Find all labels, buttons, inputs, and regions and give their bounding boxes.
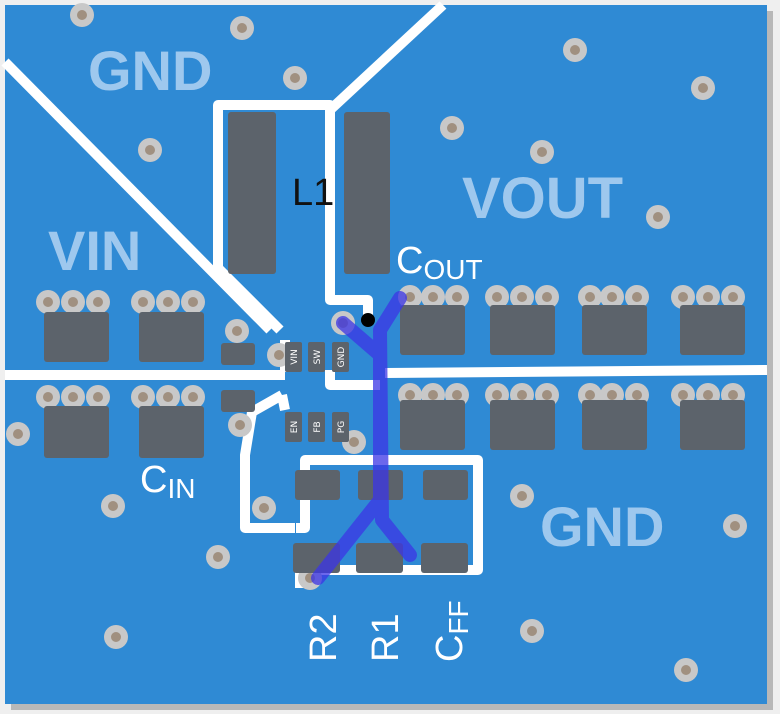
component-pad: [221, 343, 255, 365]
ic-pin-label-fb: FB: [313, 421, 323, 432]
via: [445, 285, 469, 309]
refdes-l1: L1: [292, 172, 334, 214]
via: [156, 290, 180, 314]
ic-pin-label-sw: SW: [313, 350, 323, 365]
component-pad: [221, 390, 255, 412]
via: [86, 290, 110, 314]
component-pad: [400, 305, 465, 355]
via: [578, 285, 602, 309]
via: [691, 76, 715, 100]
component-pad: [44, 406, 109, 458]
component-pad: [295, 470, 340, 500]
via: [600, 285, 624, 309]
via: [674, 658, 698, 682]
via: [696, 285, 720, 309]
via: [61, 290, 85, 314]
via: [646, 205, 670, 229]
ic-pin-vin: VIN: [285, 342, 302, 372]
via: [206, 545, 230, 569]
refdes-r2: R2: [303, 613, 345, 662]
component-pad: [400, 400, 465, 450]
ic-pin-label-vin: VIN: [290, 349, 300, 365]
component-pad: [356, 543, 403, 573]
ic-pin-gnd: GND: [332, 342, 349, 372]
refdes-cin-main: C: [140, 459, 167, 501]
net-label-gnd-bottom: GND: [540, 495, 664, 558]
via: [6, 422, 30, 446]
refdes-cff-main: C: [429, 635, 471, 662]
component-pad: [344, 112, 390, 274]
via: [104, 625, 128, 649]
pin1-marker: [361, 313, 375, 327]
component-pad: [139, 312, 204, 362]
refdes-cin-sub: IN: [167, 473, 195, 504]
via: [671, 285, 695, 309]
via: [520, 619, 544, 643]
component-pad: [139, 406, 204, 458]
net-label-vout: VOUT: [462, 166, 623, 231]
ic-pin-label-pg: PG: [337, 421, 347, 433]
ic-pin-fb: FB: [308, 412, 325, 442]
via: [225, 319, 249, 343]
refdes-cout-main: C: [396, 240, 423, 282]
via: [283, 66, 307, 90]
component-pad: [582, 305, 647, 355]
via: [510, 285, 534, 309]
refdes-cff: CFF: [429, 600, 474, 662]
refdes-cout-sub: OUT: [423, 254, 482, 285]
component-pad: [228, 112, 276, 274]
via: [510, 484, 534, 508]
refdes-r1: R1: [365, 613, 407, 662]
via: [485, 285, 509, 309]
component-pad: [680, 400, 745, 450]
component-pad: [490, 400, 555, 450]
feedback-traces: [311, 291, 417, 585]
component-pad: [680, 305, 745, 355]
via: [723, 514, 747, 538]
component-pad: [490, 305, 555, 355]
via: [535, 285, 559, 309]
refdes-cff-sub: FF: [443, 600, 474, 634]
via: [181, 385, 205, 409]
via: [440, 116, 464, 140]
via: [228, 413, 252, 437]
via: [138, 138, 162, 162]
via: [156, 385, 180, 409]
via: [36, 385, 60, 409]
via: [36, 290, 60, 314]
component-pads: [44, 112, 745, 573]
via: [181, 290, 205, 314]
via: [421, 285, 445, 309]
via: [230, 16, 254, 40]
via: [86, 385, 110, 409]
via: [530, 140, 554, 164]
via: [131, 385, 155, 409]
ic-pin-sw: SW: [308, 342, 325, 372]
ic-pin-label-en: EN: [290, 421, 300, 433]
ic-pin-pads: VIN SW GND EN FB PG: [285, 342, 349, 442]
via: [625, 285, 649, 309]
component-pad: [582, 400, 647, 450]
component-pad: [423, 470, 468, 500]
via: [101, 494, 125, 518]
component-pad: [44, 312, 109, 362]
ic-pin-en: EN: [285, 412, 302, 442]
ic-pin-label-gnd: GND: [337, 347, 347, 368]
via: [70, 3, 94, 27]
net-label-gnd-top: GND: [88, 39, 212, 102]
via: [61, 385, 85, 409]
refdes-cin: CIN: [140, 459, 195, 504]
component-pad: [421, 543, 468, 573]
via: [252, 496, 276, 520]
via: [131, 290, 155, 314]
refdes-cout: COUT: [396, 240, 483, 285]
via: [721, 285, 745, 309]
via: [563, 38, 587, 62]
net-label-vin: VIN: [48, 219, 141, 282]
ic-pin-pg: PG: [332, 412, 349, 442]
